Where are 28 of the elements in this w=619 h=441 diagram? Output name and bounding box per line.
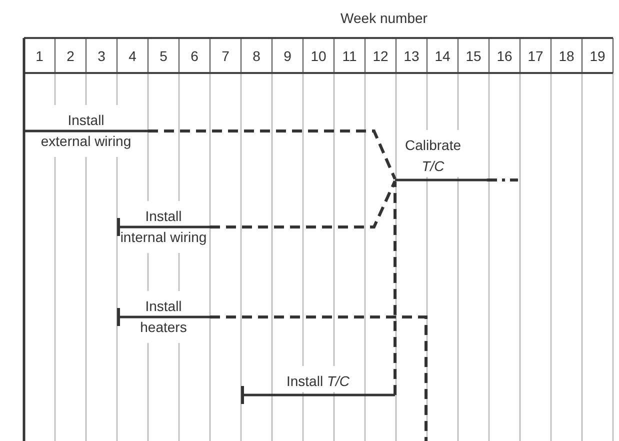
week-number: 10 [310,48,326,64]
task-label: Install external wiring [38,105,134,157]
week-number: 8 [252,48,260,64]
week-number: 3 [98,48,106,64]
week-number: 11 [342,48,357,64]
week-number: 14 [434,48,450,64]
task-label: Install heaters [138,291,189,343]
week-number: 1 [36,48,44,64]
task-label: Calibrate T/C [402,130,464,177]
week-number: 18 [558,48,574,64]
week-number: 13 [404,48,420,64]
week-number: 15 [466,48,482,64]
week-number: 9 [284,48,292,64]
week-number: 19 [590,48,606,64]
dashed-connector [210,180,396,228]
week-number: 6 [190,48,198,64]
dashed-connector [394,182,396,395]
axis-title: Week number [340,10,428,26]
dashed-connector [148,130,396,180]
week-number: 4 [128,48,136,64]
week-number: 7 [222,48,230,64]
week-number: 2 [66,48,74,64]
task-label: Install internal wiring [118,201,209,253]
week-number: 5 [160,48,168,64]
week-number: 17 [528,48,544,64]
week-number: 16 [496,48,512,64]
dashed-connector [210,316,428,441]
week-number: 12 [372,48,388,64]
